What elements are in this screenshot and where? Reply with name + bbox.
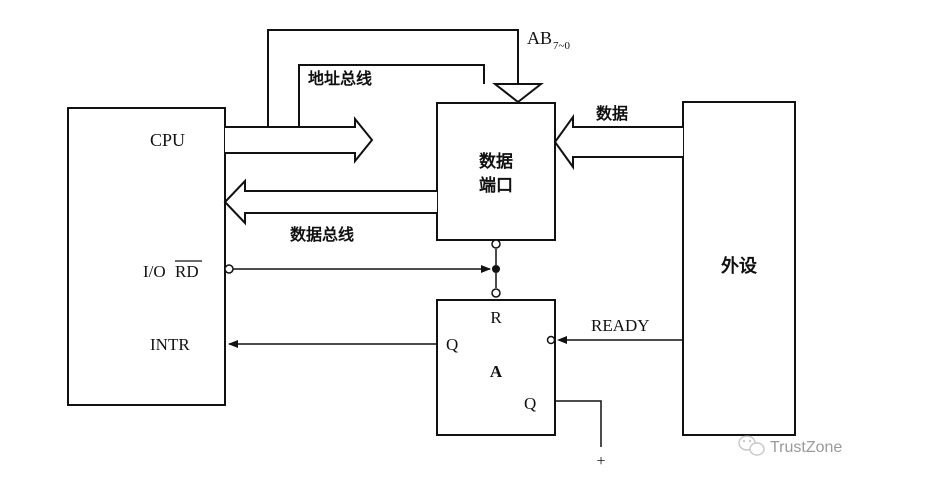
- address-bus-arrow: [225, 116, 374, 164]
- flipflop-r-label: R: [490, 308, 502, 327]
- data-port-label-line2: 端口: [479, 175, 513, 196]
- peripheral-data-label: 数据: [596, 104, 628, 123]
- flipflop-a-label: A: [490, 362, 503, 381]
- flipflop-q-right-label: Q: [524, 394, 536, 413]
- io-rd-pin-label: I/O RD: [143, 260, 202, 281]
- port-enable-bubble: [491, 239, 501, 249]
- watermark-text: TrustZone: [770, 439, 842, 456]
- plus-label: +: [596, 453, 605, 470]
- cpu-block: [67, 107, 226, 406]
- rd-junction-dot: [492, 265, 500, 273]
- data-bus-arrow: [223, 178, 437, 226]
- watermark: TrustZone: [738, 435, 842, 456]
- data-bus-label: 数据总线: [290, 225, 354, 244]
- reset-inversion-bubble: [491, 288, 501, 298]
- wechat-icon: [738, 435, 765, 456]
- peripheral-data-arrow: [553, 113, 683, 171]
- qbar-output-line: [555, 400, 602, 447]
- address-bus-label: 地址总线: [308, 69, 372, 88]
- ab-address-arrowhead: [492, 83, 544, 104]
- ab-subscript: 7~0: [553, 40, 570, 52]
- rd-pin-label: RD: [175, 262, 199, 281]
- peripheral-label: 外设: [721, 255, 757, 277]
- io-pin-label: I/O: [143, 262, 166, 281]
- rd-inversion-bubble: [224, 264, 234, 274]
- data-port-label-line1: 数据: [479, 151, 513, 172]
- intr-pin-label: INTR: [150, 335, 190, 354]
- address-bus-line: [298, 64, 485, 127]
- ready-arrowhead: [557, 336, 567, 344]
- cpu-pin-label: CPU: [150, 130, 185, 150]
- ready-inversion-bubble: [546, 335, 556, 345]
- peripheral-block: [682, 101, 796, 436]
- flipflop-a-block: [436, 299, 556, 436]
- flipflop-q-left-label: Q: [446, 335, 458, 354]
- ab-label: AB: [527, 28, 552, 48]
- ready-label: READY: [591, 316, 650, 335]
